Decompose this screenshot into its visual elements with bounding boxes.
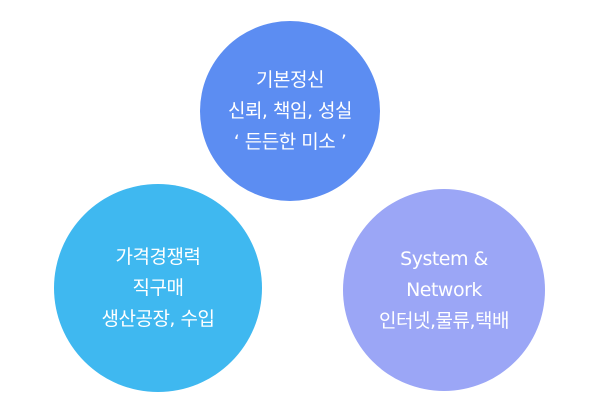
circle-price-competitiveness: 가격경쟁력 직구매 생산공장, 수입: [54, 184, 262, 392]
circle-core-spirit: 기본정신 신뢰, 책임, 성실 ‘ 든든한 미소 ’: [200, 21, 380, 201]
circle-system-network: System & Network 인터넷,물류,택배: [343, 189, 545, 391]
circle-price-line-1: 가격경쟁력: [115, 245, 201, 268]
circle-price-line-3: 생산공장, 수입: [101, 307, 215, 330]
circle-core-spirit-line-1: 기본정신: [256, 68, 324, 91]
circle-price-line-2: 직구매: [132, 276, 184, 299]
circle-network-line-2: Network: [406, 278, 482, 301]
circle-core-spirit-line-2: 신뢰, 책임, 성실: [227, 99, 353, 122]
circle-core-spirit-line-3: ‘ 든든한 미소 ’: [233, 130, 347, 153]
circle-network-line-3: 인터넷,물류,택배: [379, 309, 509, 332]
circle-network-line-1: System &: [400, 247, 488, 270]
